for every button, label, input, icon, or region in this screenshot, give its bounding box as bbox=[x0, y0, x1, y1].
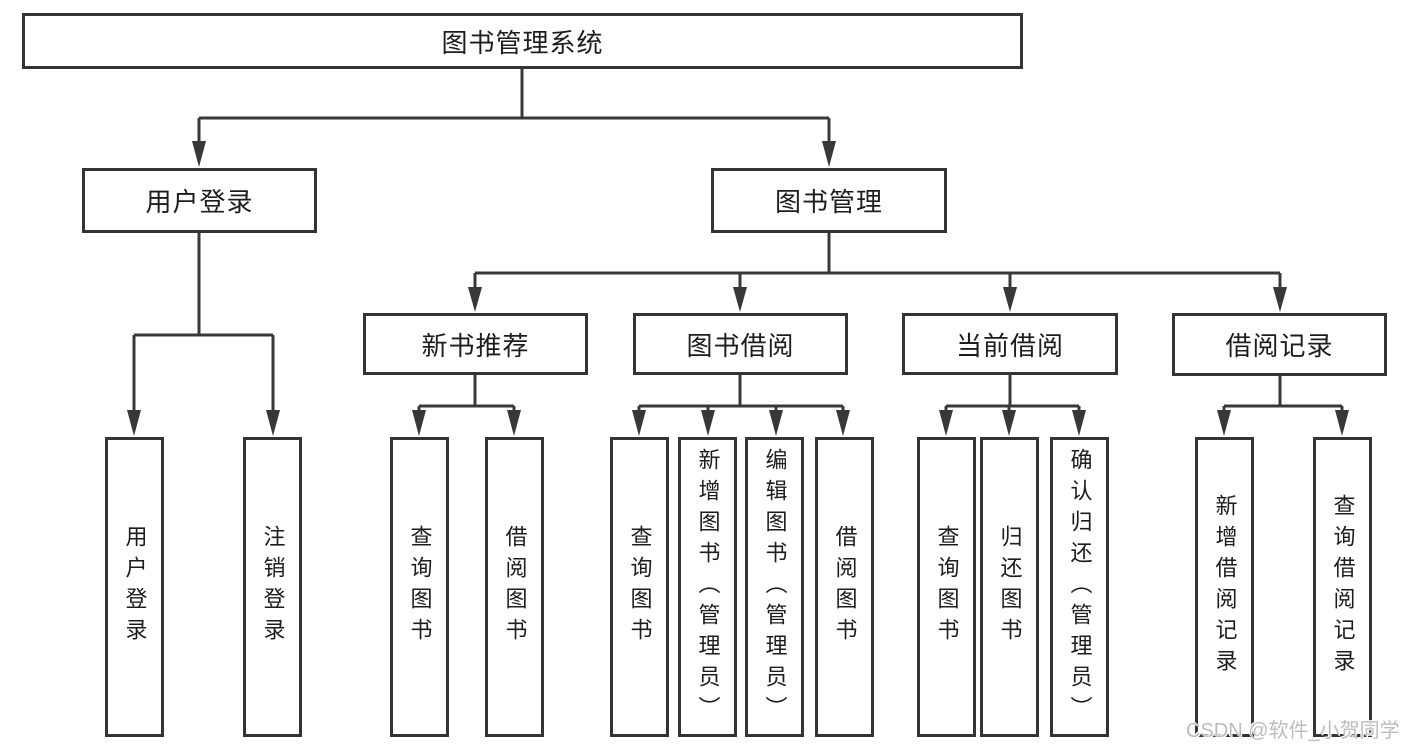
leaf-borrow-books-recommend: 借阅图书 bbox=[485, 437, 544, 737]
leaf-query-borrow-record: 查询借阅记录 bbox=[1313, 437, 1372, 737]
leaf-confirm-return-admin: 确认归还（管理员） bbox=[1050, 437, 1109, 737]
leaf-label: 借阅图书 bbox=[832, 525, 858, 649]
leaf-label: 确认归还（管理员） bbox=[1067, 447, 1093, 727]
leaf-borrow-books: 借阅图书 bbox=[815, 437, 874, 737]
node-label: 新书推荐 bbox=[421, 330, 530, 361]
leaf-label: 用户登录 bbox=[122, 525, 148, 649]
node-label: 用户登录 bbox=[145, 187, 254, 217]
leaf-edit-book-admin: 编辑图书（管理员） bbox=[745, 437, 804, 737]
node-label: 图书借阅 bbox=[686, 330, 795, 361]
leaf-return-books: 归还图书 bbox=[980, 437, 1039, 737]
leaf-label: 新增图书（管理员） bbox=[695, 447, 721, 727]
node-current-borrowing: 当前借阅 bbox=[902, 313, 1118, 375]
leaf-add-book-admin: 新增图书（管理员） bbox=[678, 437, 737, 737]
leaf-label: 归还图书 bbox=[997, 525, 1023, 649]
node-book-management: 图书管理 bbox=[711, 168, 947, 233]
leaf-query-books-current: 查询图书 bbox=[917, 437, 976, 737]
node-library-management-system: 图书管理系统 bbox=[22, 13, 1023, 69]
leaf-label: 新增借阅记录 bbox=[1212, 494, 1238, 680]
leaf-label: 查询借阅记录 bbox=[1330, 494, 1356, 680]
leaf-logout: 注销登录 bbox=[243, 437, 302, 737]
leaf-label: 查询图书 bbox=[627, 525, 653, 649]
leaf-query-books-recommend: 查询图书 bbox=[390, 437, 449, 737]
leaf-label: 借阅图书 bbox=[502, 525, 528, 649]
node-new-book-recommendation: 新书推荐 bbox=[363, 313, 588, 375]
node-borrowing-records: 借阅记录 bbox=[1172, 313, 1387, 376]
node-book-borrowing: 图书借阅 bbox=[633, 313, 848, 375]
node-label: 图书管理系统 bbox=[441, 27, 604, 58]
leaf-label: 编辑图书（管理员） bbox=[762, 447, 788, 727]
leaf-user-login: 用户登录 bbox=[105, 437, 164, 737]
leaf-add-borrow-record: 新增借阅记录 bbox=[1195, 437, 1254, 737]
leaf-label: 查询图书 bbox=[407, 525, 433, 649]
node-user-login: 用户登录 bbox=[82, 168, 317, 233]
leaf-label: 查询图书 bbox=[934, 525, 960, 649]
leaf-label: 注销登录 bbox=[260, 525, 286, 649]
csdn-watermark: CSDN @软件_小贺同学 bbox=[1186, 720, 1400, 742]
node-label: 图书管理 bbox=[774, 187, 883, 217]
leaf-query-books-borrow: 查询图书 bbox=[610, 437, 669, 737]
node-label: 借阅记录 bbox=[1225, 331, 1334, 361]
node-label: 当前借阅 bbox=[955, 330, 1064, 361]
arrowheads bbox=[127, 141, 1349, 436]
